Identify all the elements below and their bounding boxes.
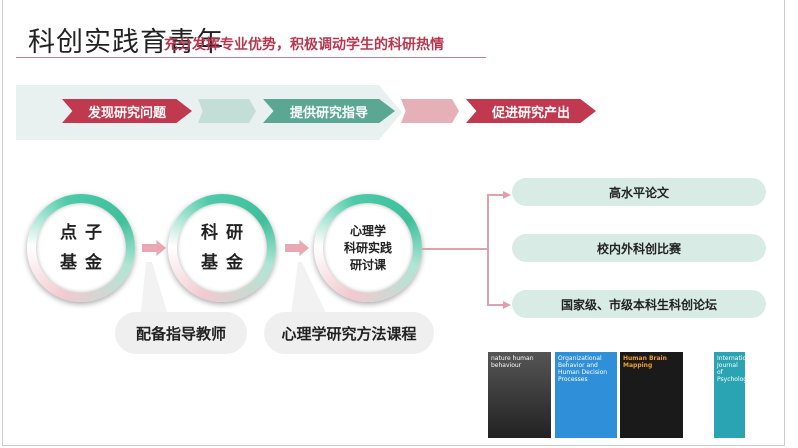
title-divider — [16, 57, 486, 58]
connector-line — [487, 304, 505, 306]
circle-seminar: 心理学科研实践研讨课 — [314, 194, 422, 302]
outcome-competitions: 校内外科创比赛 — [512, 234, 766, 262]
connector-line — [487, 194, 505, 196]
journal-cover-human-brain-mapping: Human Brain Mapping — [620, 352, 683, 438]
circle-research-fund: 科研基金 — [168, 194, 276, 302]
circle-text: 点子 — [60, 223, 110, 243]
connector-bracket — [487, 195, 489, 305]
step-discover: 发现研究问题 — [62, 99, 192, 123]
step-guide: 提供研究指导 — [263, 99, 395, 123]
chevron-spacer — [198, 99, 256, 123]
page-subtitle: 充分发挥专业优势，积极调动学生的科研热情 — [164, 37, 444, 53]
circle-text: 基金 — [60, 253, 110, 273]
slide-frame — [2, 0, 785, 446]
outcome-papers: 高水平论文 — [512, 178, 766, 206]
journal-cover-ijp: International Journal of Psychology — [714, 352, 745, 438]
circle-idea-fund: 点子基金 — [27, 194, 135, 302]
connector-line — [422, 248, 488, 250]
arrow-head-icon — [503, 301, 511, 309]
support-methods-course: 心理学研究方法课程 — [264, 312, 434, 354]
chevron-spacer — [401, 99, 459, 123]
circle-text: 心理学 — [349, 223, 386, 238]
circle-text: 研讨课 — [349, 257, 386, 272]
journal-cover-nature-human-behaviour: nature human behaviour — [488, 352, 551, 438]
page-title: 科创实践育青年 — [28, 27, 224, 58]
step-output: 促进研究产出 — [466, 99, 596, 123]
support-advisors: 配备指导教师 — [115, 312, 247, 354]
arrow-right-icon — [285, 240, 309, 256]
journal-cover-obhdp: Organizational Behavior and Human Decisi… — [555, 352, 617, 438]
arrow-head-icon — [503, 191, 511, 199]
arrow-right-icon — [142, 240, 166, 256]
outcome-forums: 国家级、市级本科生科创论坛 — [512, 290, 766, 318]
circle-text: 基金 — [201, 253, 251, 273]
circle-text: 科研实践 — [343, 240, 392, 255]
circle-text: 科研 — [201, 223, 251, 243]
